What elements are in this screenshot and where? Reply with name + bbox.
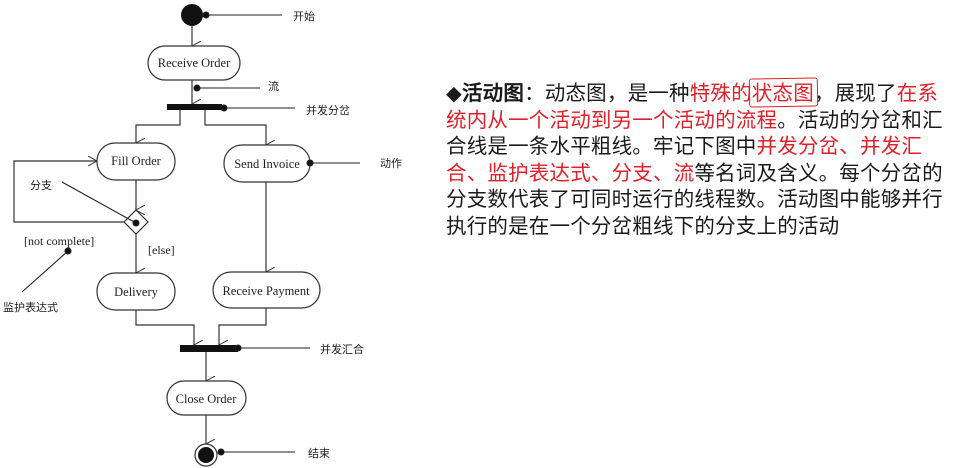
desc-red-seg: 在系统内从一个活动到另一个活动的流程 — [446, 81, 939, 132]
fork-bar — [167, 104, 222, 110]
desc-red-seg: 并发分岔、并发汇合、监护表达式、分支、流 — [446, 134, 923, 185]
label-join: 并发汇合 — [320, 342, 364, 356]
label-fork: 并发分岔 — [306, 103, 350, 117]
description-title: 活动图 — [461, 81, 525, 105]
activity-diagram: Receive Order Fill Order Send Invoice De… — [3, 4, 402, 467]
label-start: 开始 — [293, 9, 315, 23]
bullet-icon: ◆ — [446, 81, 462, 105]
desc-red-boxed-seg: 状态图 — [751, 81, 814, 105]
label-guard-expression: 监护表达式 — [3, 300, 58, 314]
desc-seg: ：动态图，是一种 — [524, 81, 690, 105]
activity-send-invoice: Send Invoice — [223, 144, 311, 183]
label-action: 动作 — [380, 157, 402, 170]
svg-text:Send Invoice: Send Invoice — [234, 157, 300, 171]
join-bar — [180, 345, 238, 352]
svg-text:Receive Payment: Receive Payment — [222, 284, 310, 298]
desc-seg: 。活动的分岔和汇合线是一条水平粗线。牢记下图中 — [446, 107, 943, 159]
desc-red-seg: 特殊的 — [689, 81, 752, 105]
activity-close-order: Close Order — [166, 380, 247, 416]
label-flow: 流 — [268, 79, 279, 93]
label-end: 结束 — [308, 447, 330, 460]
activity-delivery: Delivery — [96, 272, 176, 311]
description-text: ◆活动图：动态图，是一种特殊的状态图，展现了在系统内从一个活动到另一个活动的流程… — [446, 80, 946, 239]
svg-text:Close Order: Close Order — [176, 392, 238, 406]
initial-node — [181, 4, 203, 26]
activity-fill-order: Fill Order — [96, 142, 176, 181]
desc-seg: 等名词及含义。每个分岔的分支数代表了可同时运行的线程数。活动图中能够并行执行的是… — [446, 160, 943, 238]
activity-receive-order: Receive Order — [147, 45, 241, 81]
svg-text:Fill Order: Fill Order — [111, 154, 161, 168]
svg-text:Delivery: Delivery — [114, 285, 158, 299]
desc-seg: ，展现了 — [813, 81, 897, 105]
guard-else: [else] — [148, 243, 175, 257]
svg-text:Receive Order: Receive Order — [158, 56, 231, 70]
label-branch: 分支 — [30, 179, 52, 192]
final-node — [194, 443, 218, 467]
guard-not-complete: [not complete] — [24, 234, 94, 248]
activity-receive-payment: Receive Payment — [212, 271, 321, 309]
